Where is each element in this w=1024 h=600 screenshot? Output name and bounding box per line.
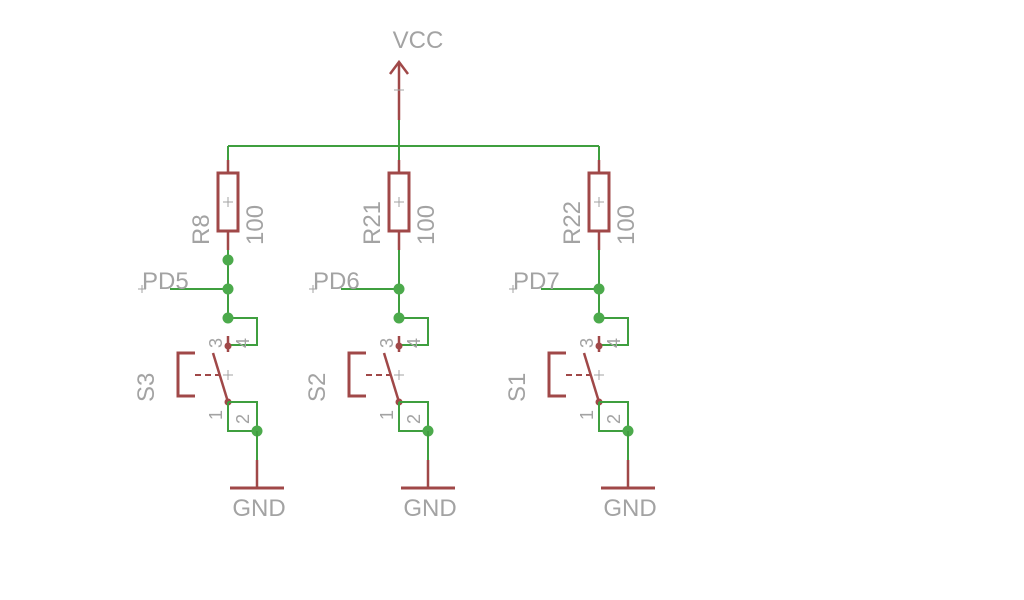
net-label: PD7	[513, 268, 560, 295]
junction-dot	[393, 312, 405, 324]
net-label: PD6	[313, 268, 360, 295]
pin-label: 3	[206, 338, 226, 348]
pin-label: 2	[404, 414, 424, 424]
switch-name: S2	[304, 373, 331, 402]
pin-label: 3	[377, 338, 397, 348]
net-label: PD5	[142, 268, 189, 295]
switch-name: S3	[133, 373, 160, 402]
pin-label: 1	[577, 410, 597, 420]
junction-dot	[222, 283, 234, 295]
resistor-name: R22	[559, 201, 586, 245]
pin-label: 4	[404, 338, 424, 348]
switch-name: S1	[504, 373, 531, 402]
switch-lever	[582, 352, 601, 403]
pin-dot	[395, 342, 403, 350]
pin-wire	[399, 317, 429, 346]
resistor-name: R21	[359, 201, 386, 245]
resistor-name: R8	[188, 214, 215, 245]
pin-label: 3	[577, 338, 597, 348]
pin-dot	[595, 342, 603, 350]
switch-lever	[211, 352, 230, 403]
vcc-label: VCC	[393, 27, 444, 54]
junction-dot	[593, 283, 605, 295]
switch-button-icon	[176, 351, 195, 398]
resistor-value: 100	[242, 205, 269, 245]
gnd-label: GND	[603, 495, 656, 522]
gnd-label: GND	[232, 495, 285, 522]
switch-lever	[382, 352, 401, 403]
resistor-value: 100	[413, 205, 440, 245]
junction-dot	[393, 283, 405, 295]
switch-button-icon	[347, 351, 366, 398]
pin-dot	[224, 342, 232, 350]
vcc-symbol: VCC	[389, 27, 444, 146]
junction-dot	[222, 312, 234, 324]
pin-label: 1	[377, 410, 397, 420]
pin-wire	[228, 317, 258, 346]
gnd-label: GND	[403, 495, 456, 522]
pin-label: 2	[604, 414, 624, 424]
resistor-value: 100	[613, 205, 640, 245]
junction-dot	[222, 254, 234, 266]
pin-wire	[599, 317, 629, 346]
pin-label: 1	[206, 410, 226, 420]
junction-dot	[593, 312, 605, 324]
pin-label: 2	[233, 414, 253, 424]
pin-label: 4	[604, 338, 624, 348]
pin-label: 4	[233, 338, 253, 348]
switch-button-icon	[547, 351, 566, 398]
